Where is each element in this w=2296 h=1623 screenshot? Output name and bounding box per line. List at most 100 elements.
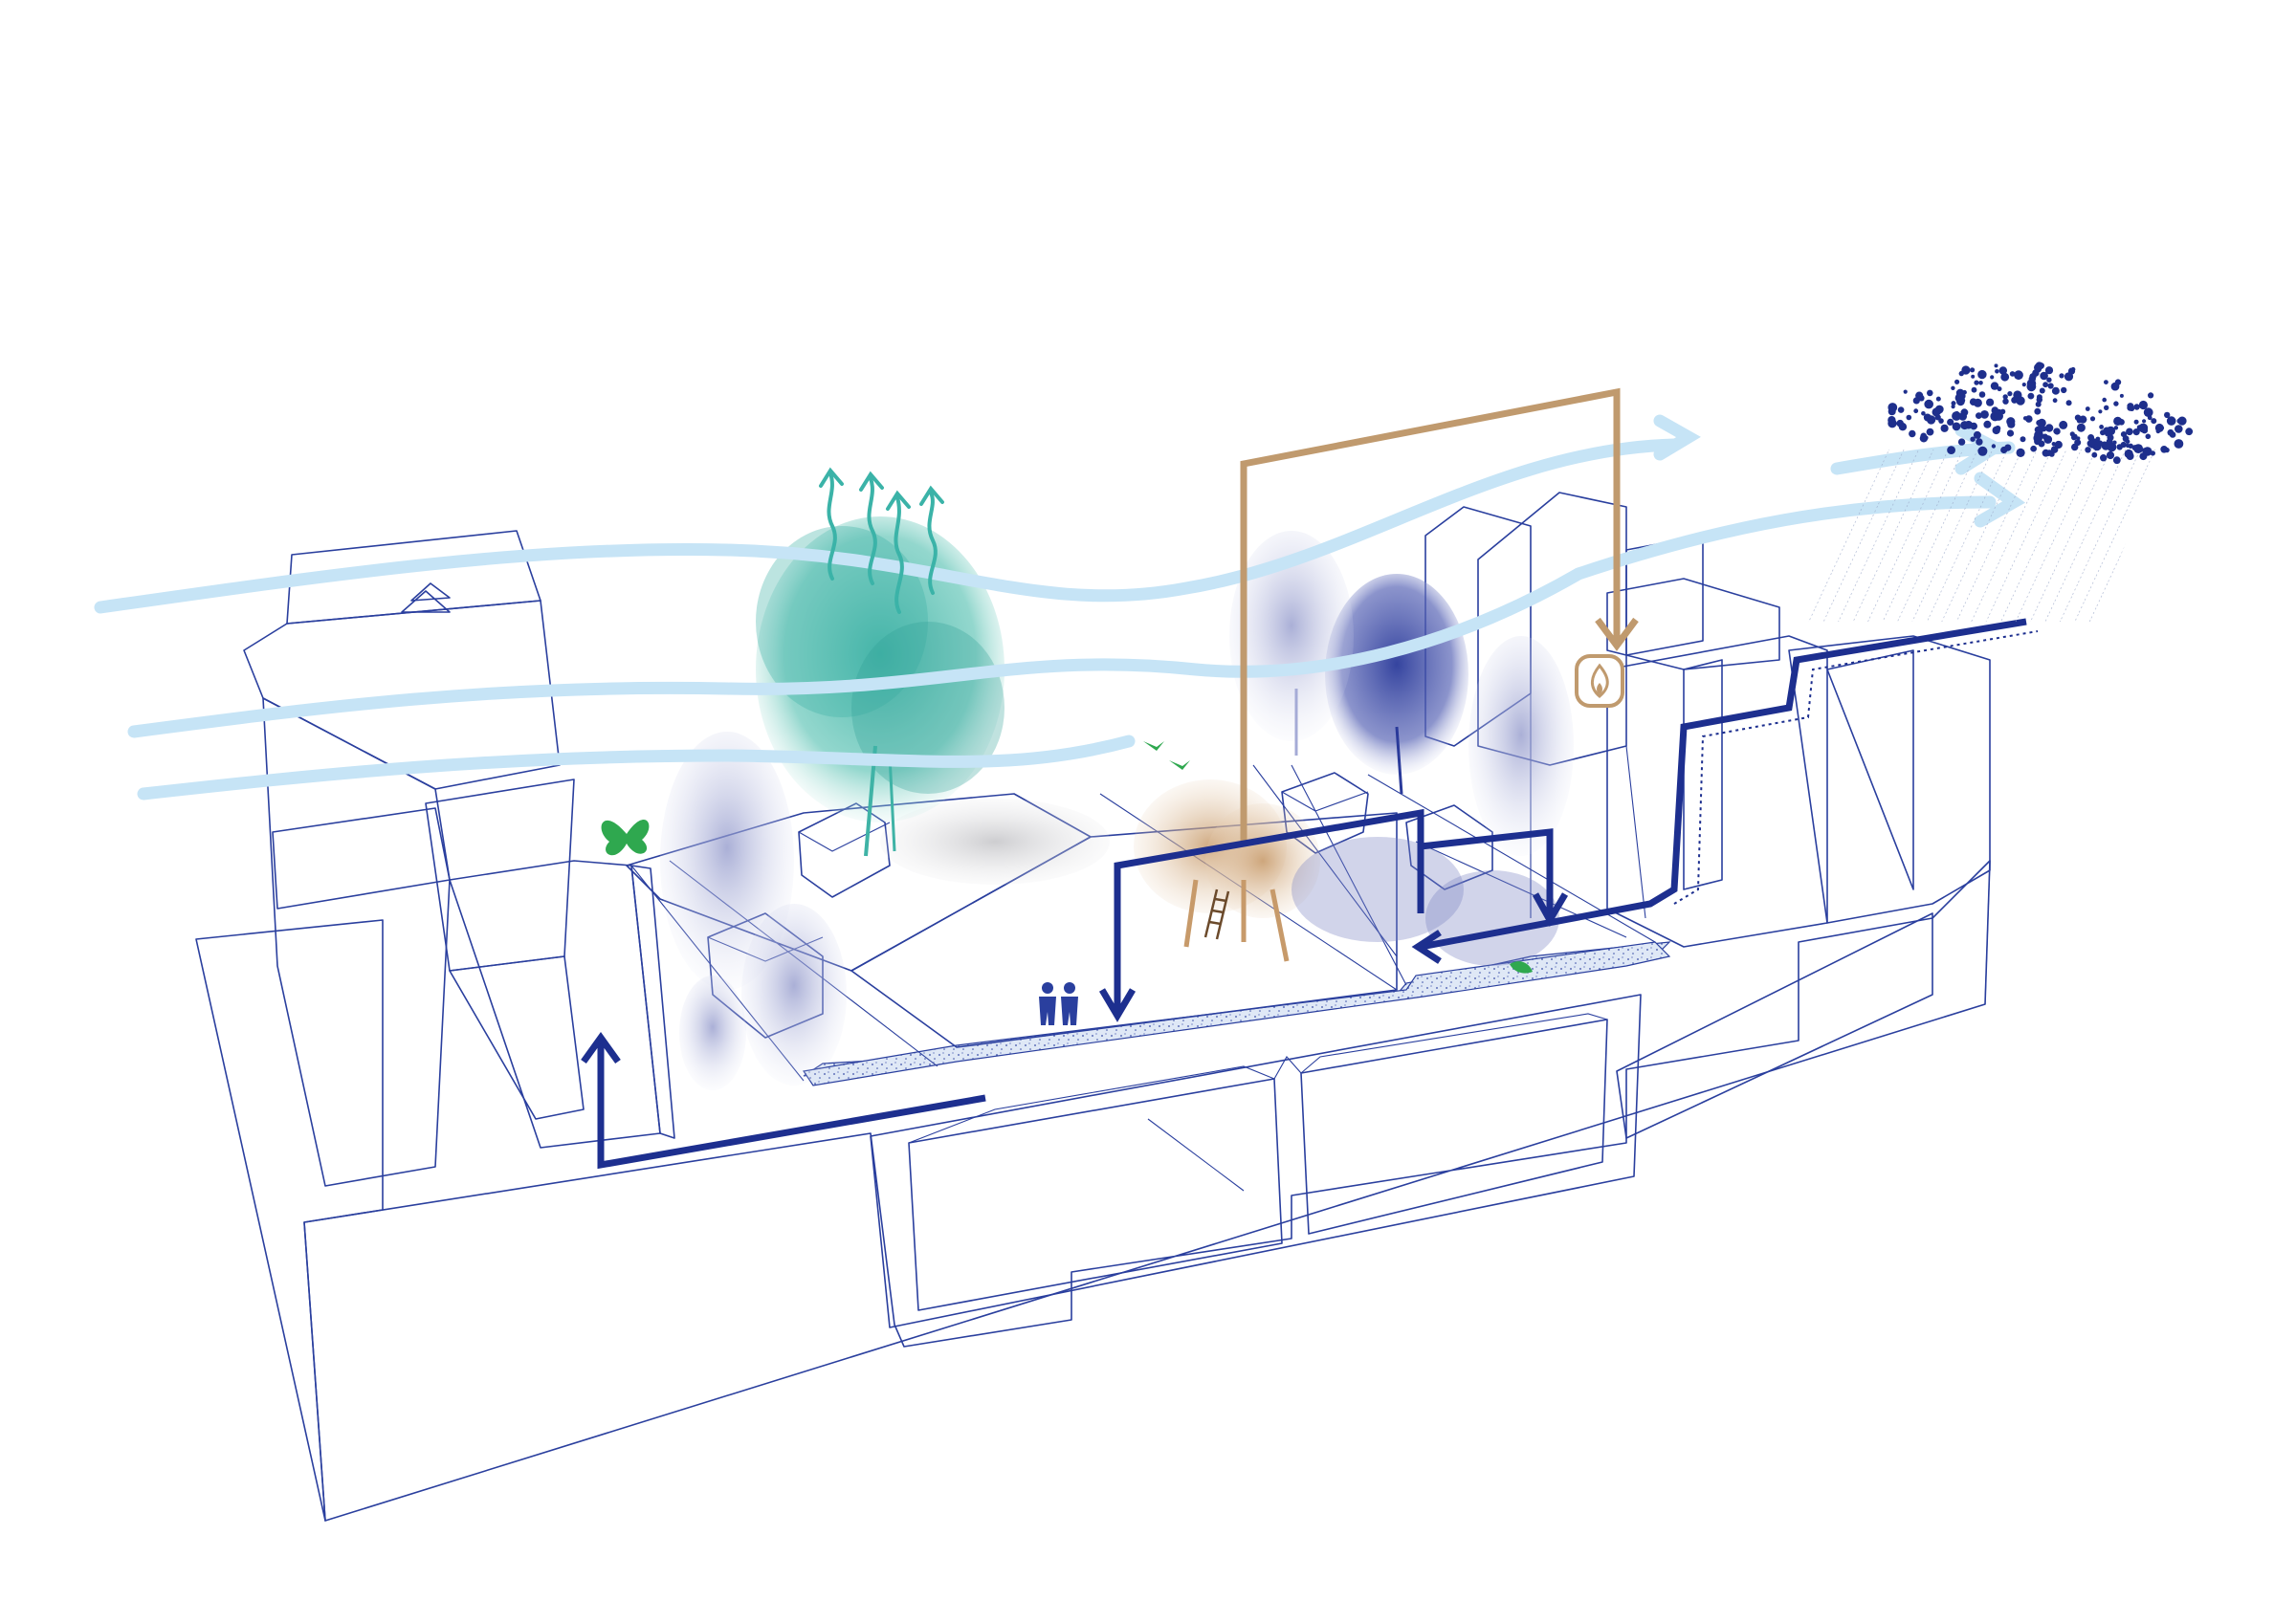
rain-dot <box>1934 414 1941 421</box>
rain-dot <box>1976 438 1983 446</box>
rain-dot <box>2036 394 2042 401</box>
rain-dot <box>1897 420 1902 425</box>
rain-dot <box>2059 373 2064 379</box>
rain-dot <box>2151 418 2157 425</box>
rain-dot <box>2085 406 2090 411</box>
rain-dot <box>1973 398 1982 407</box>
evaporation-arrows <box>819 467 944 614</box>
rain-dot <box>1991 444 1997 449</box>
rain-dot <box>1924 399 1933 409</box>
rain-dot <box>2142 419 2147 424</box>
rain-dot <box>2042 449 2050 457</box>
rain-dot <box>2145 433 2152 440</box>
rain-dot <box>1903 389 1908 394</box>
rain-dot <box>2027 392 2035 400</box>
basement-structure <box>870 994 1642 1328</box>
rain-dot <box>1986 398 1995 406</box>
rain-dot <box>2072 433 2078 439</box>
rain-dot <box>2000 372 2010 382</box>
rain-dot <box>2164 447 2170 453</box>
rain-dot <box>2033 433 2042 443</box>
rain-dot <box>1960 421 1970 430</box>
rain-dot <box>2076 423 2086 432</box>
ground-block <box>195 860 1991 1522</box>
rain-dot <box>2138 400 2148 410</box>
rain-dot <box>1983 420 1992 428</box>
rain-dot <box>2106 450 2115 460</box>
rain-dot <box>2089 416 2096 422</box>
rain-dot <box>1995 425 2001 431</box>
rain-dot <box>2127 403 2134 410</box>
rain-dot <box>2041 426 2047 432</box>
rain-dot <box>2009 371 2016 377</box>
rain-dot <box>2091 451 2098 458</box>
rain-dot <box>2070 366 2076 372</box>
rain-dot <box>2051 386 2060 395</box>
rain-dot <box>2046 377 2052 383</box>
bird-icon <box>1143 741 1164 751</box>
rain-dot <box>2037 418 2046 428</box>
rain-dot <box>2102 441 2107 447</box>
bird-icon <box>1169 760 1190 770</box>
rain-dot <box>2040 371 2048 381</box>
rain-dot <box>2143 407 2153 418</box>
rain-dot <box>1912 397 1920 405</box>
rain-dot <box>2007 420 2016 428</box>
rain-dot <box>1926 428 1934 436</box>
rain-dot <box>2102 397 2107 403</box>
tree-icon <box>1134 779 1320 962</box>
rain-dot <box>2110 382 2120 391</box>
rain-dot <box>2007 391 2013 397</box>
rain-dot <box>2113 426 2119 430</box>
rain-dot <box>1888 416 1896 425</box>
rain-dot <box>2100 454 2108 462</box>
tree-icon <box>660 732 847 1090</box>
rain-dot <box>2105 430 2110 437</box>
rain-dot <box>2002 394 2008 400</box>
rain-dot <box>2133 419 2139 425</box>
rain-dot <box>2059 420 2068 429</box>
rain-dot <box>1947 446 1955 454</box>
rain-dot <box>2096 440 2104 448</box>
rain-dot <box>1940 424 1949 432</box>
rain-dot <box>1978 391 1986 398</box>
rain-dot <box>1898 423 1908 431</box>
rain-dot <box>2021 383 2026 387</box>
rain-dot <box>1954 410 1959 416</box>
rain-dot <box>2035 362 2043 370</box>
rain-dot <box>2052 398 2058 404</box>
rain-dot <box>2035 401 2042 407</box>
rain-dot <box>2112 440 2117 445</box>
rain-dot <box>2176 418 2182 424</box>
rain-dot <box>2142 447 2152 456</box>
rain-dot <box>1971 386 1977 393</box>
rain-dot <box>2079 415 2087 424</box>
bird-icon <box>1510 961 1533 974</box>
rain-dot <box>2185 428 2194 436</box>
rain-dot <box>2164 411 2171 419</box>
rain-dot <box>2014 370 2023 381</box>
wind-flows <box>94 414 2026 801</box>
rain-dot <box>1927 389 1933 397</box>
rain-dot <box>1906 414 1912 421</box>
rain-dot <box>2098 409 2103 414</box>
rain-dot <box>2104 380 2108 384</box>
ladder-icon <box>1203 888 1230 940</box>
rain-dot <box>2125 443 2130 449</box>
tree-icon <box>1468 636 1574 856</box>
rain-dot <box>1897 406 1905 413</box>
rain-dot <box>1947 418 1954 426</box>
rain-dot <box>2044 424 2054 432</box>
rain-dot <box>1998 366 2007 375</box>
rain-dot <box>1960 398 1966 404</box>
rain-dot <box>2150 450 2155 456</box>
rain-dot <box>1888 403 1898 412</box>
rain-dot <box>2174 439 2184 449</box>
stormwater-flow <box>581 618 2039 1170</box>
rain-cloud-icon <box>1808 362 2194 622</box>
rain-dot <box>2042 382 2049 388</box>
rain-dot <box>2064 372 2074 382</box>
butterfly-icon <box>601 820 650 856</box>
